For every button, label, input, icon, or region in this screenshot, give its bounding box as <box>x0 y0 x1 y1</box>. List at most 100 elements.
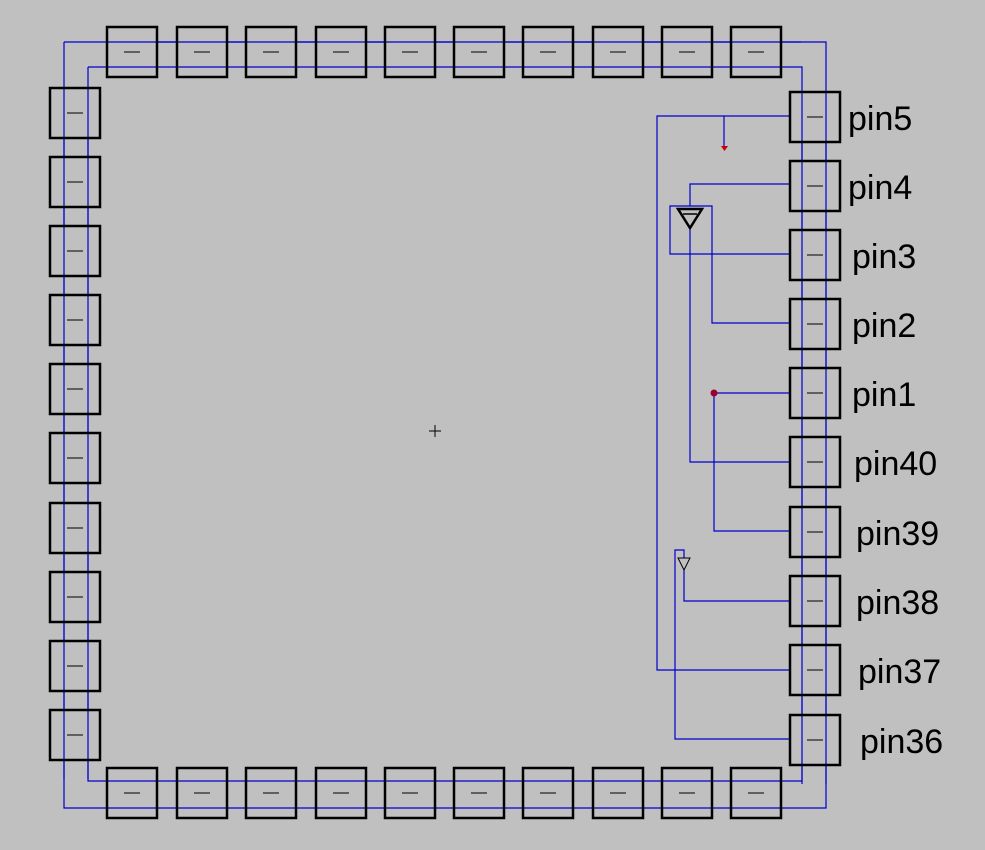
pad-left-7[interactable] <box>48 501 102 555</box>
pin-label-pin36: pin36 <box>860 723 943 761</box>
pad-body[interactable] <box>788 159 842 213</box>
pad-body[interactable] <box>48 501 102 555</box>
pad-bottom-1[interactable] <box>105 766 159 820</box>
pad-body[interactable] <box>660 25 714 79</box>
pad-body[interactable] <box>788 228 842 282</box>
pad-right-pin2[interactable] <box>788 297 842 351</box>
pad-body[interactable] <box>48 431 102 485</box>
pad-body[interactable] <box>314 25 368 79</box>
pad-body[interactable] <box>521 766 575 820</box>
pad-bottom-5[interactable] <box>383 766 437 820</box>
pad-left-5[interactable] <box>48 362 102 416</box>
net-pin4-buffer-in <box>689 183 790 206</box>
pad-right-pin38[interactable] <box>788 574 842 628</box>
pad-body[interactable] <box>383 25 437 79</box>
pad-bottom-9[interactable] <box>660 766 714 820</box>
pad-body[interactable] <box>105 766 159 820</box>
pad-body[interactable] <box>729 25 783 79</box>
pad-top-1[interactable] <box>105 25 159 79</box>
pad-top-2[interactable] <box>175 25 229 79</box>
pad-body[interactable] <box>48 224 102 278</box>
pad-left-1[interactable] <box>48 86 102 140</box>
pad-body[interactable] <box>48 708 102 762</box>
pin-label-pin3: pin3 <box>852 238 916 276</box>
pad-body[interactable] <box>788 643 842 697</box>
pad-top-5[interactable] <box>383 25 437 79</box>
pad-body[interactable] <box>452 766 506 820</box>
pad-right-pin40[interactable] <box>788 435 842 489</box>
pad-top-6[interactable] <box>452 25 506 79</box>
pad-body[interactable] <box>48 86 102 140</box>
pad-bottom-8[interactable] <box>591 766 645 820</box>
pad-right-pin4[interactable] <box>788 159 842 213</box>
ring-wire-inner <box>87 66 803 782</box>
pad-body[interactable] <box>48 155 102 209</box>
symbols-layer <box>429 146 728 572</box>
pad-top-9[interactable] <box>660 25 714 79</box>
pin-label-pin38: pin38 <box>856 584 939 622</box>
pad-left-4[interactable] <box>48 293 102 347</box>
pad-body[interactable] <box>788 713 842 767</box>
pad-bottom-2[interactable] <box>175 766 229 820</box>
pad-bottom-7[interactable] <box>521 766 575 820</box>
pad-body[interactable] <box>788 366 842 420</box>
pad-body[interactable] <box>660 766 714 820</box>
pin-label-pin37: pin37 <box>858 653 941 691</box>
ring-wire-outer <box>63 41 827 809</box>
pads-layer <box>48 25 842 820</box>
pad-bottom-6[interactable] <box>452 766 506 820</box>
pin-label-pin5: pin5 <box>848 100 912 138</box>
red-arrow-marker <box>721 146 728 151</box>
net-pin38-buffer <box>683 570 790 602</box>
pad-top-7[interactable] <box>521 25 575 79</box>
pad-top-4[interactable] <box>314 25 368 79</box>
pad-left-9[interactable] <box>48 639 102 693</box>
pad-left-8[interactable] <box>48 570 102 624</box>
pad-body[interactable] <box>591 25 645 79</box>
pad-body[interactable] <box>521 25 575 79</box>
pad-right-pin36[interactable] <box>788 713 842 767</box>
net-buffer-pin40 <box>689 228 790 463</box>
pin-label-pin4: pin4 <box>848 169 912 207</box>
pad-bottom-10[interactable] <box>729 766 783 820</box>
pad-bottom-3[interactable] <box>244 766 298 820</box>
pad-body[interactable] <box>788 90 842 144</box>
pad-body[interactable] <box>788 505 842 559</box>
pin-label-pin2: pin2 <box>852 307 916 345</box>
pad-body[interactable] <box>244 766 298 820</box>
pad-body[interactable] <box>452 25 506 79</box>
pad-top-3[interactable] <box>244 25 298 79</box>
pad-right-pin5[interactable] <box>788 90 842 144</box>
pad-body[interactable] <box>48 362 102 416</box>
pad-right-pin37[interactable] <box>788 643 842 697</box>
pad-body[interactable] <box>244 25 298 79</box>
pad-body[interactable] <box>729 766 783 820</box>
pad-body[interactable] <box>175 766 229 820</box>
pad-right-pin39[interactable] <box>788 505 842 559</box>
pad-body[interactable] <box>383 766 437 820</box>
pad-left-10[interactable] <box>48 708 102 762</box>
net-pin3-pin2 <box>669 205 790 324</box>
pad-body[interactable] <box>48 570 102 624</box>
net-pin1-pin39 <box>713 392 790 532</box>
pad-top-10[interactable] <box>729 25 783 79</box>
pad-left-2[interactable] <box>48 155 102 209</box>
pad-left-6[interactable] <box>48 431 102 485</box>
pad-body[interactable] <box>48 639 102 693</box>
pad-right-pin3[interactable] <box>788 228 842 282</box>
pad-top-8[interactable] <box>591 25 645 79</box>
pad-body[interactable] <box>175 25 229 79</box>
pad-body[interactable] <box>105 25 159 79</box>
pad-body[interactable] <box>48 293 102 347</box>
pad-body[interactable] <box>591 766 645 820</box>
pad-body[interactable] <box>314 766 368 820</box>
triangle-buffer-icon <box>675 207 705 231</box>
pad-left-3[interactable] <box>48 224 102 278</box>
pad-bottom-4[interactable] <box>314 766 368 820</box>
pad-body[interactable] <box>788 435 842 489</box>
pad-body[interactable] <box>788 574 842 628</box>
pad-right-pin1[interactable] <box>788 366 842 420</box>
pad-body[interactable] <box>788 297 842 351</box>
